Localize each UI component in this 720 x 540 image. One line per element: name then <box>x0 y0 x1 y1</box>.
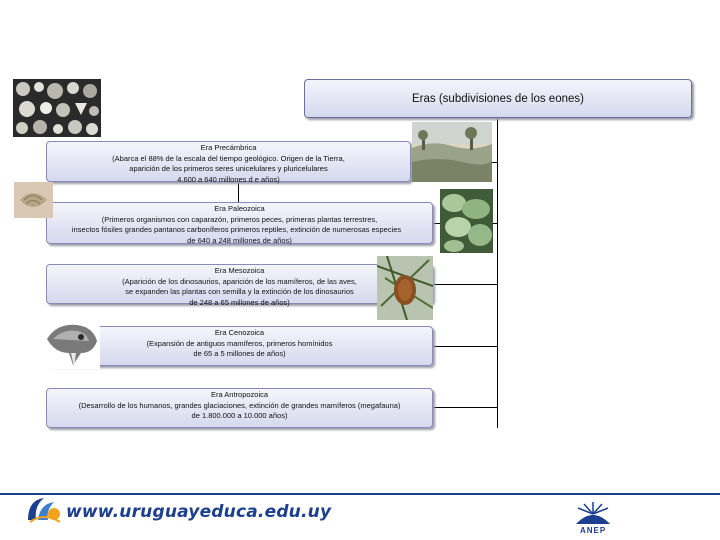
pine-cone-image <box>377 256 433 320</box>
diagram-title: Eras (subdivisiones de los eones) <box>412 93 584 105</box>
footer-url: www.uruguayeduca.edu.uy <box>66 502 332 522</box>
era-desc-line: (Aparición de los dinosaurios, aparición… <box>122 276 357 286</box>
anep-logo-icon <box>570 500 616 526</box>
link-precambrica-paleozoica <box>238 182 239 202</box>
connector-cenozoica <box>433 346 497 347</box>
trunk-line <box>497 118 498 428</box>
title-box: Eras (subdivisiones de los eones) <box>304 79 692 118</box>
era-name: Era Precámbrica <box>200 143 257 152</box>
fossil-rock-image <box>14 182 53 218</box>
era-desc-line: aparición de los primeros seres unicelul… <box>129 164 328 173</box>
era-desc-line: se expanden las plantas con semilla y la… <box>125 287 354 296</box>
era-desc-line: (Expansión de antiguos mamíferos, primer… <box>146 338 333 348</box>
connector-mesozoica <box>433 284 497 285</box>
era-name: Era Antropozoica <box>210 390 269 399</box>
era-desc-line: 4.600 a 640 millones d e años) <box>177 174 280 184</box>
landscape-painting-image <box>412 122 492 182</box>
era-desc-line: (Desarrollo de los humanos, grandes glac… <box>78 400 401 410</box>
microfossils-image <box>13 79 101 137</box>
era-box-precambrica: Era Precámbrica (Abarca el 88% de la esc… <box>46 141 411 184</box>
uruguayeduca-logo-icon <box>24 492 64 524</box>
era-desc-line: de 248 a 65 millones de años) <box>189 297 290 307</box>
anep-logo-text: ANEP <box>580 526 607 535</box>
era-desc-line: insectos fósiles grandes pantanos carbon… <box>71 225 402 234</box>
era-box-mesozoica: Era Mesozoica (Aparición de los dinosaur… <box>46 264 433 307</box>
era-name: Era Cenozoica <box>214 328 265 337</box>
fern-plant-image <box>440 189 493 253</box>
footer-divider <box>0 493 720 495</box>
era-box-antropozoica: Era Antropozoica (Desarrollo de los huma… <box>46 388 433 428</box>
era-desc-line: de 1.800.000 a 10.000 años) <box>191 411 288 420</box>
era-desc-line: (Abarca el 88% de la escala del tiempo g… <box>112 153 345 163</box>
era-name: Era Paleozoica <box>214 204 265 213</box>
era-desc-line: de 65 a 5 millones de años) <box>193 349 286 358</box>
sabertooth-skull-image <box>43 319 100 369</box>
era-box-cenozoica: Era Cenozoica (Expansión de antiguos mam… <box>46 326 433 366</box>
connector-antropozoica <box>433 407 497 408</box>
era-name: Era Mesozoica <box>214 266 265 275</box>
era-desc-line: de 640 a 248 millones de años) <box>187 235 292 245</box>
era-box-paleozoica: Era Paleozoica (Primeros organismos con … <box>46 202 433 245</box>
era-desc-line: (Primeros organismos con caparazón, prim… <box>101 214 378 224</box>
